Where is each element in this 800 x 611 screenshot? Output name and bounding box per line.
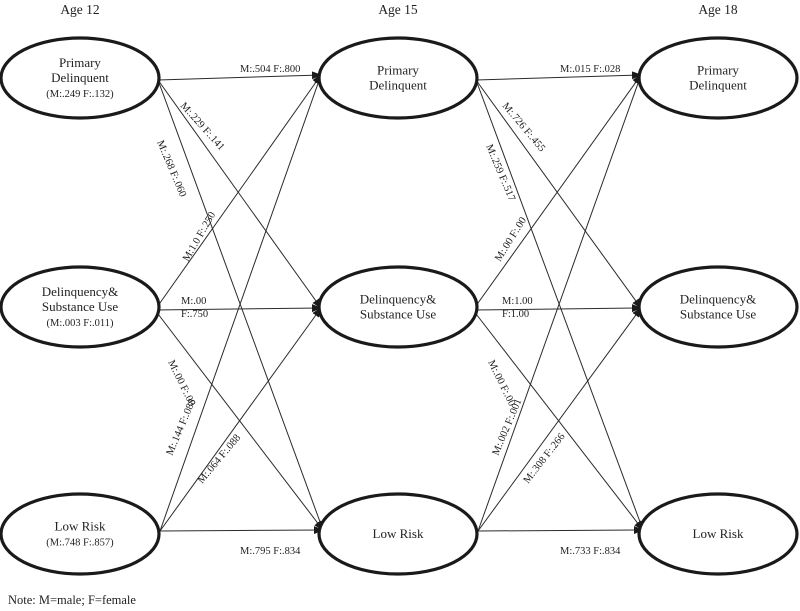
- state-title-a15_low: Low Risk: [373, 526, 424, 541]
- transition-arrow-a12_dsu-to-a15_primary: [154, 74, 322, 311]
- state-title-a18_primary: Delinquent: [689, 78, 747, 93]
- transition-arrow-a15_primary-to-a18_dsu: [475, 79, 642, 309]
- state-node-a15_low: Low Risk: [317, 492, 479, 576]
- legend-note: Note: M=male; F=female: [8, 593, 136, 607]
- transition-arrow-a15_primary-to-a18_low: [475, 79, 644, 531]
- state-node-a12_dsu: Delinquency&Substance Use (M:.003 F:.011): [0, 265, 161, 349]
- transition-arrow-a15_dsu-to-a18_low: [472, 309, 644, 531]
- transition-label-a12_primary-to-a15_primary: M:.504 F:.800: [240, 64, 300, 75]
- state-title-a15_dsu: Delinquency&: [360, 292, 437, 307]
- state-prevalence-a12_dsu: (M:.003 F:.011): [47, 318, 114, 329]
- transition-label-a12_dsu-to-a15_primary: M:1.0 F:.250: [181, 210, 218, 263]
- state-ellipse-a15_low: [317, 492, 479, 576]
- transition-arrow-a15_low-to-a18_low: [477, 526, 644, 535]
- state-title-a12_primary: Delinquent: [51, 70, 109, 85]
- transition-label-a12_primary-to-a15_dsu: M:.229 F:.141: [178, 101, 227, 153]
- transition-arrow-a12_low-to-a15_low: [159, 526, 324, 535]
- transition-arrow-a15_dsu-to-a18_primary: [472, 74, 642, 311]
- state-node-a15_dsu: Delinquency&Substance Use: [317, 265, 479, 349]
- age-header-12: Age 12: [60, 2, 99, 17]
- state-prevalence-a12_low: (M:.748 F:.857): [46, 538, 114, 549]
- state-node-a12_low: Low Risk (M:.748 F:.857): [0, 492, 161, 576]
- state-ellipse-a18_low: [637, 492, 799, 576]
- state-node-a18_dsu: Delinquency&Substance Use: [637, 265, 799, 349]
- transition-arrow-a12_primary-to-a15_dsu: [157, 79, 322, 309]
- transition-label-a15_primary-to-a18_primary: M:.015 F:.028: [560, 64, 620, 75]
- state-title-a15_primary: Primary: [377, 63, 419, 78]
- state-ellipse-a12_primary: [0, 36, 161, 120]
- state-ellipse-a12_low: [0, 492, 161, 576]
- transition-arrow-a12_primary-to-a15_low: [157, 79, 324, 531]
- transition-arrow-a15_low-to-a18_primary: [477, 74, 642, 532]
- state-node-a18_low: Low Risk: [637, 492, 799, 576]
- state-title-a12_low: Low Risk: [55, 519, 106, 534]
- transition-label-a12_low-to-a15_low: M:.795 F:.834: [240, 546, 301, 557]
- state-title-a18_primary: Primary: [697, 63, 739, 78]
- state-title-a18_dsu: Delinquency&: [680, 292, 757, 307]
- state-title-a12_dsu: Substance Use: [42, 299, 118, 314]
- transition-arrow-a12_low-to-a15_dsu: [159, 307, 322, 532]
- transition-label-a15_primary-to-a18_low: M:.259 F:.517: [483, 143, 517, 203]
- state-title-a15_primary: Delinquent: [369, 78, 427, 93]
- state-title-a12_dsu: Delinquency&: [42, 284, 119, 299]
- age-header-18: Age 18: [698, 2, 738, 17]
- state-title-a18_dsu: Substance Use: [680, 307, 756, 322]
- state-ellipse-a15_primary: [317, 36, 479, 120]
- state-ellipse-a12_dsu: [0, 265, 161, 349]
- state-title-a18_low: Low Risk: [693, 526, 744, 541]
- state-ellipse-a18_primary: [637, 36, 799, 120]
- state-prevalence-a12_primary: (M:.249 F:.132): [46, 89, 114, 100]
- transition-label-a12_low-to-a15_primary: M:.144 F:.088: [165, 397, 199, 457]
- state-ellipse-a15_dsu: [317, 265, 479, 349]
- state-title-a15_dsu: Substance Use: [360, 307, 436, 322]
- transition-edges: [154, 71, 644, 535]
- transition-arrow-a15_low-to-a18_dsu: [477, 307, 642, 532]
- state-title-a12_primary: Primary: [59, 55, 101, 70]
- transition-arrow-a12_low-to-a15_primary: [159, 74, 322, 532]
- transition-label-a15_low-to-a18_low: M:.733 F:.834: [560, 546, 621, 557]
- transition-arrow-a15_primary-to-a18_primary: [475, 71, 642, 81]
- age-header-15: Age 15: [378, 2, 418, 17]
- state-ellipse-a18_dsu: [637, 265, 799, 349]
- transition-arrow-a12_primary-to-a15_primary: [157, 71, 322, 81]
- transition-label-a12_low-to-a15_dsu: M:.064 F:.088: [196, 433, 243, 486]
- transition-arrow-a12_dsu-to-a15_low: [154, 309, 324, 531]
